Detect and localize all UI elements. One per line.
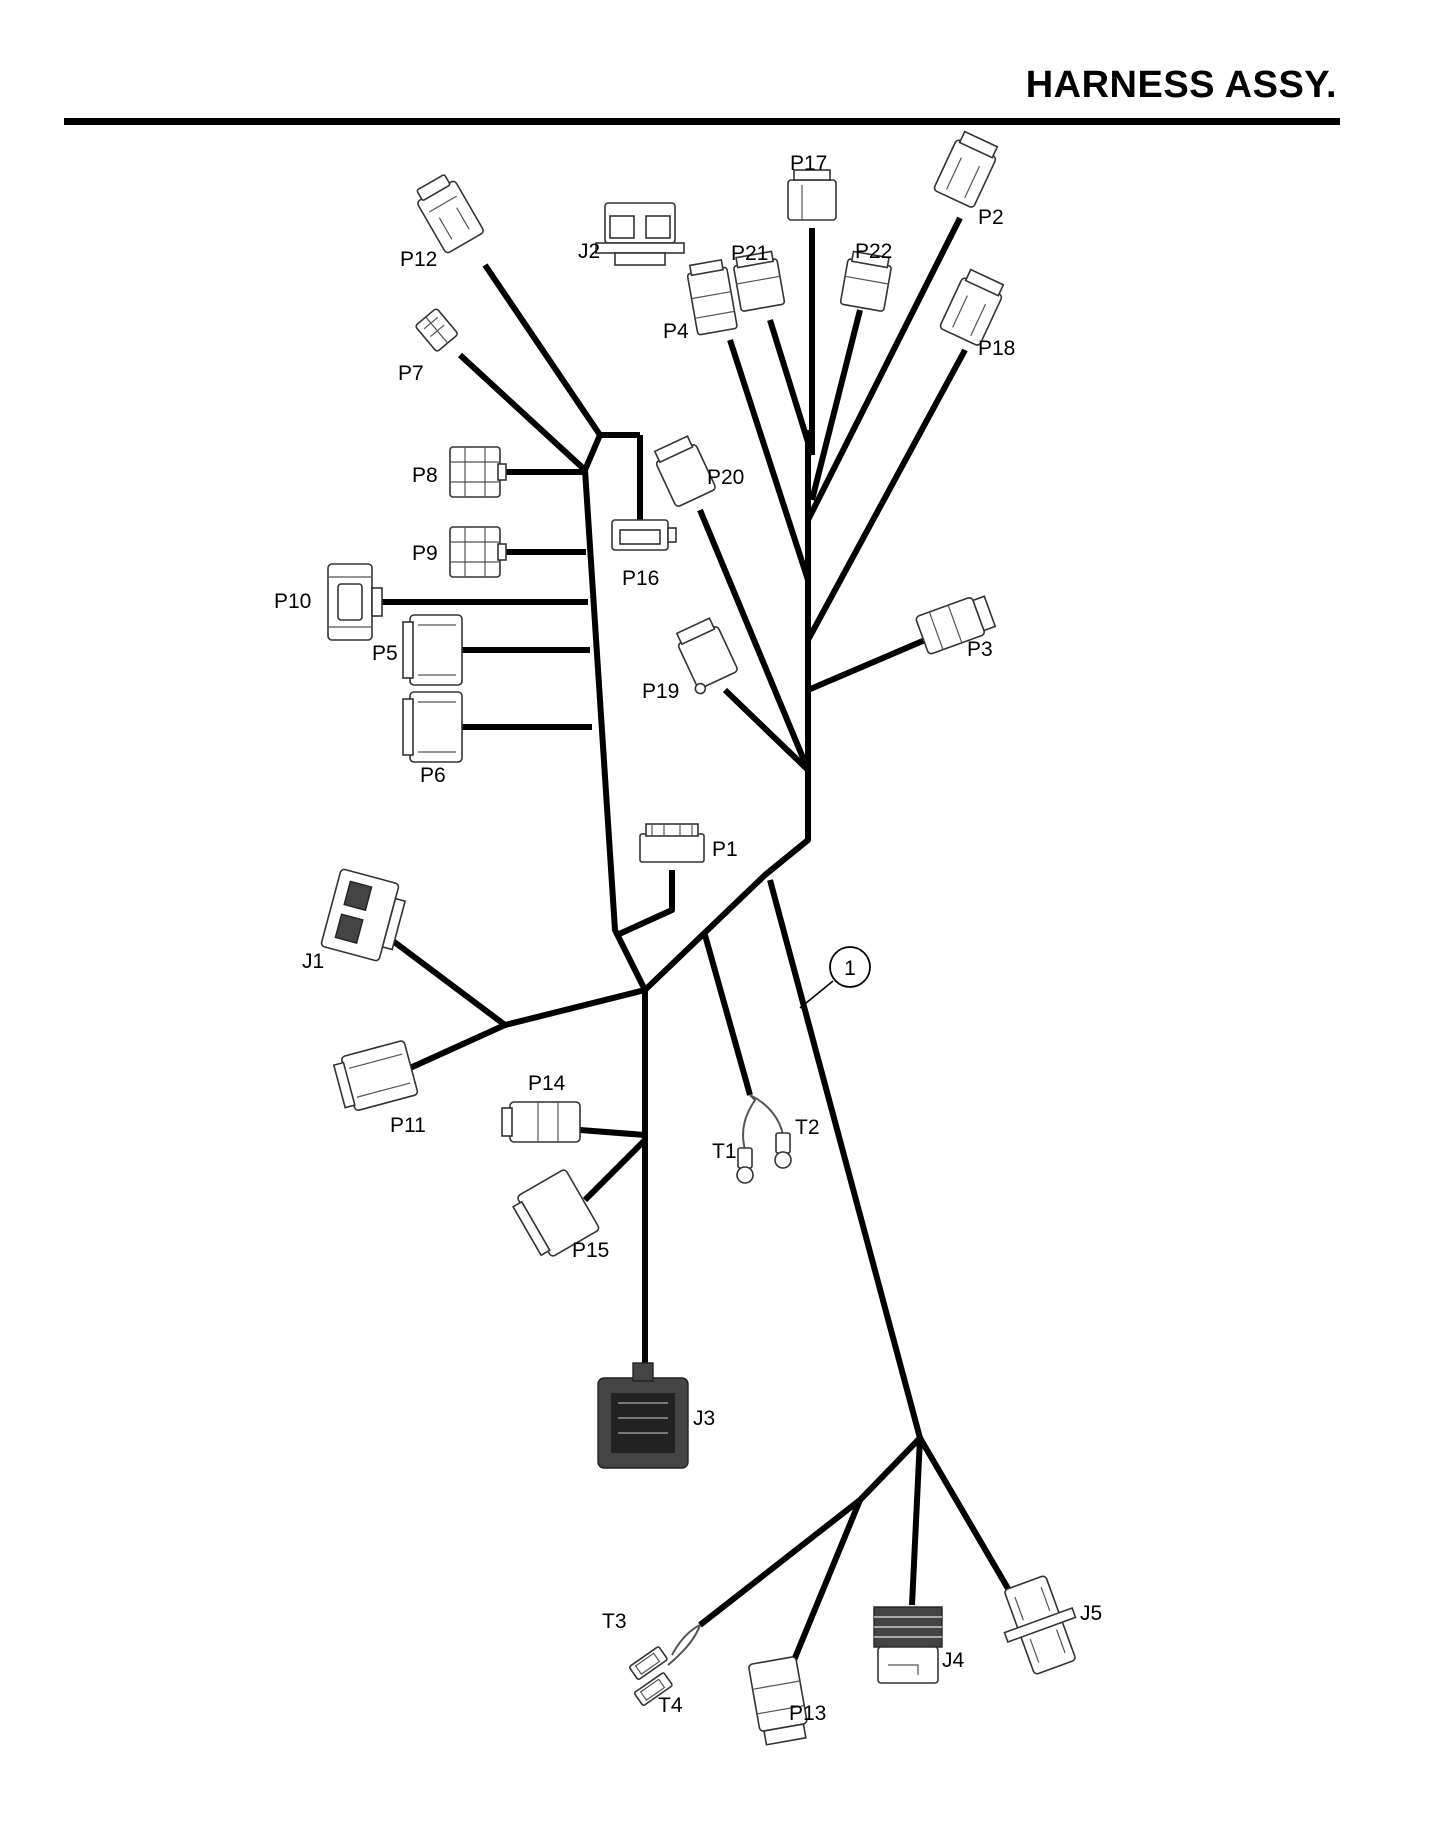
label-p11: P11	[390, 1114, 426, 1137]
label-p12: P12	[400, 248, 437, 271]
connector-j3[interactable]	[597, 1362, 689, 1469]
label-p3: P3	[967, 638, 993, 661]
label-j2: J2	[578, 240, 600, 263]
connector-p19[interactable]	[670, 616, 740, 695]
connector-p12[interactable]	[411, 171, 484, 254]
connector-p17[interactable]	[787, 169, 837, 221]
label-p15: P15	[572, 1239, 609, 1262]
title-rule	[64, 118, 1340, 125]
connector-p5[interactable]	[402, 614, 463, 686]
connector-p6[interactable]	[402, 691, 463, 763]
terminal-t3[interactable]	[629, 1646, 668, 1681]
connector-p2[interactable]	[933, 130, 1001, 208]
label-p16: P16	[622, 567, 659, 590]
connector-p10[interactable]	[327, 563, 383, 641]
terminal-t1[interactable]	[736, 1147, 754, 1184]
connector-p14[interactable]	[501, 1101, 581, 1143]
page-title: HARNESS ASSY.	[1025, 64, 1337, 106]
label-p7: P7	[398, 362, 424, 385]
label-j4: J4	[942, 1649, 965, 1672]
connector-p1[interactable]	[639, 823, 705, 863]
connector-p11[interactable]	[332, 1040, 419, 1113]
callout-leader	[799, 980, 834, 1009]
connector-j4[interactable]	[873, 1606, 943, 1684]
label-p10: P10	[274, 590, 311, 613]
label-p5: P5	[372, 642, 398, 665]
connector-p13[interactable]	[748, 1656, 810, 1746]
connector-p8[interactable]	[449, 446, 507, 498]
callout-number: 1	[844, 957, 856, 980]
label-t3: T3	[602, 1610, 627, 1633]
label-t1: T1	[712, 1140, 737, 1163]
connector-p21[interactable]	[732, 250, 786, 312]
connector-j1[interactable]	[320, 868, 409, 964]
label-t4: T4	[658, 1694, 683, 1717]
label-p20: P20	[707, 466, 744, 489]
connector-j2[interactable]	[595, 202, 685, 266]
wire-bundle	[380, 216, 1013, 1667]
labels: P12 J2 P17 P2 P21 P22 P4 P18 P7 P8 P20 P…	[274, 152, 1102, 1725]
label-p14: P14	[528, 1072, 566, 1095]
label-p18: P18	[978, 337, 1015, 360]
label-t2: T2	[795, 1116, 820, 1139]
terminal-t2[interactable]	[774, 1132, 792, 1169]
label-p8: P8	[412, 464, 438, 487]
label-p4: P4	[663, 320, 689, 343]
connector-p3[interactable]	[915, 593, 997, 655]
label-p22: P22	[855, 240, 892, 263]
connector-p18[interactable]	[939, 268, 1007, 346]
label-p1: P1	[712, 838, 738, 861]
label-p19: P19	[642, 680, 679, 703]
connector-p4[interactable]	[686, 258, 738, 336]
label-p2: P2	[978, 206, 1004, 229]
label-p21: P21	[731, 242, 768, 265]
label-p17: P17	[790, 152, 827, 175]
connector-p7[interactable]	[415, 308, 458, 352]
label-p13: P13	[789, 1702, 826, 1725]
label-j1: J1	[302, 950, 324, 973]
connector-p16[interactable]	[611, 519, 677, 551]
connector-p9[interactable]	[449, 526, 507, 578]
label-j5: J5	[1080, 1602, 1102, 1625]
connector-p20[interactable]	[651, 434, 716, 507]
terminal-t4[interactable]	[634, 1672, 673, 1707]
connector-p15[interactable]	[510, 1169, 600, 1262]
label-j3: J3	[693, 1407, 715, 1430]
callout-circle	[829, 946, 871, 988]
connector-p22[interactable]	[839, 250, 893, 312]
connector-j5[interactable]	[991, 1570, 1089, 1679]
label-p6: P6	[420, 764, 446, 787]
label-p9: P9	[412, 542, 438, 565]
